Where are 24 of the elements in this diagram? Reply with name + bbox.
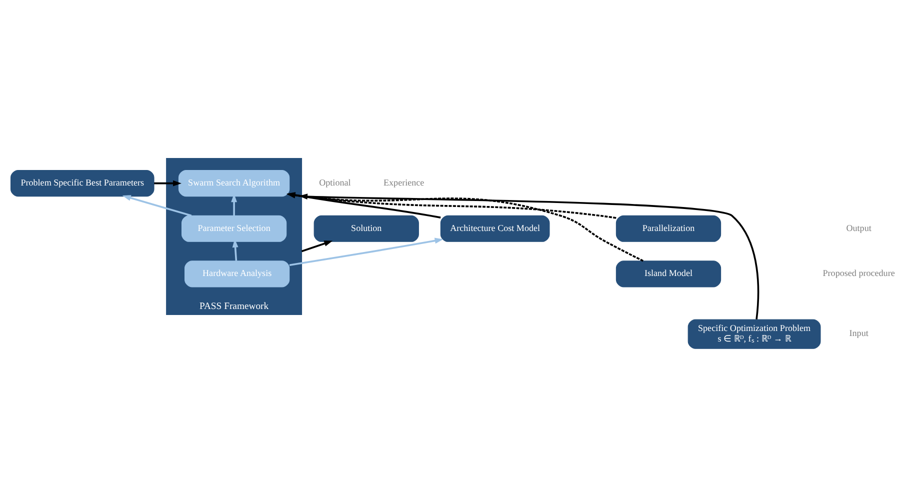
arrow xyxy=(286,192,616,219)
label: Proposed procedure xyxy=(822,268,895,278)
node-box: Specific Optimization Problem s ∈ ℝᴰ, fₛ : ℝᴰ → ℝ xyxy=(688,319,821,349)
node-box: Swarm Search Algorithm xyxy=(178,170,290,197)
node-box: Parallelization xyxy=(616,215,722,242)
arrow xyxy=(122,195,192,216)
arrow xyxy=(298,194,760,320)
arrow xyxy=(289,238,444,266)
node-box: Problem Specific Best Parameters xyxy=(10,170,154,197)
node-box: Hardware Analysis xyxy=(184,260,290,288)
label: Output xyxy=(846,222,872,233)
node-box: Architecture Cost Model xyxy=(440,215,550,242)
arrow xyxy=(232,238,238,261)
arrow xyxy=(301,240,333,252)
node-box: Parameter Selection xyxy=(181,215,287,242)
arrow xyxy=(286,192,441,218)
arrow xyxy=(231,194,238,216)
label: Optional xyxy=(319,177,351,188)
node-box: Island Model xyxy=(616,260,722,288)
arrow xyxy=(286,192,644,262)
node-box: Solution xyxy=(314,215,419,242)
arrow xyxy=(154,180,182,186)
label: Input xyxy=(849,328,868,338)
label: Experience xyxy=(383,177,424,188)
